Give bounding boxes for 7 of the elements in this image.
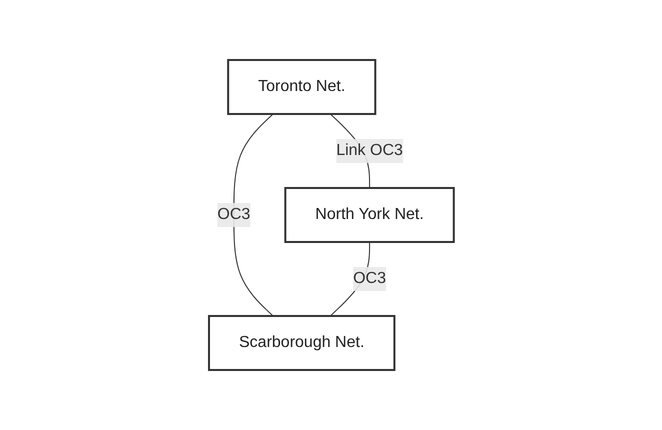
edge-label: OC3	[216, 206, 250, 223]
connector	[232, 114, 274, 316]
edge-label: Link OC3	[336, 142, 402, 159]
node-box: Toronto Net.	[226, 59, 376, 115]
node-box: North York Net.	[284, 187, 454, 243]
edge-label: OC3	[352, 270, 386, 287]
node-box: Scarborough Net.	[208, 314, 395, 371]
